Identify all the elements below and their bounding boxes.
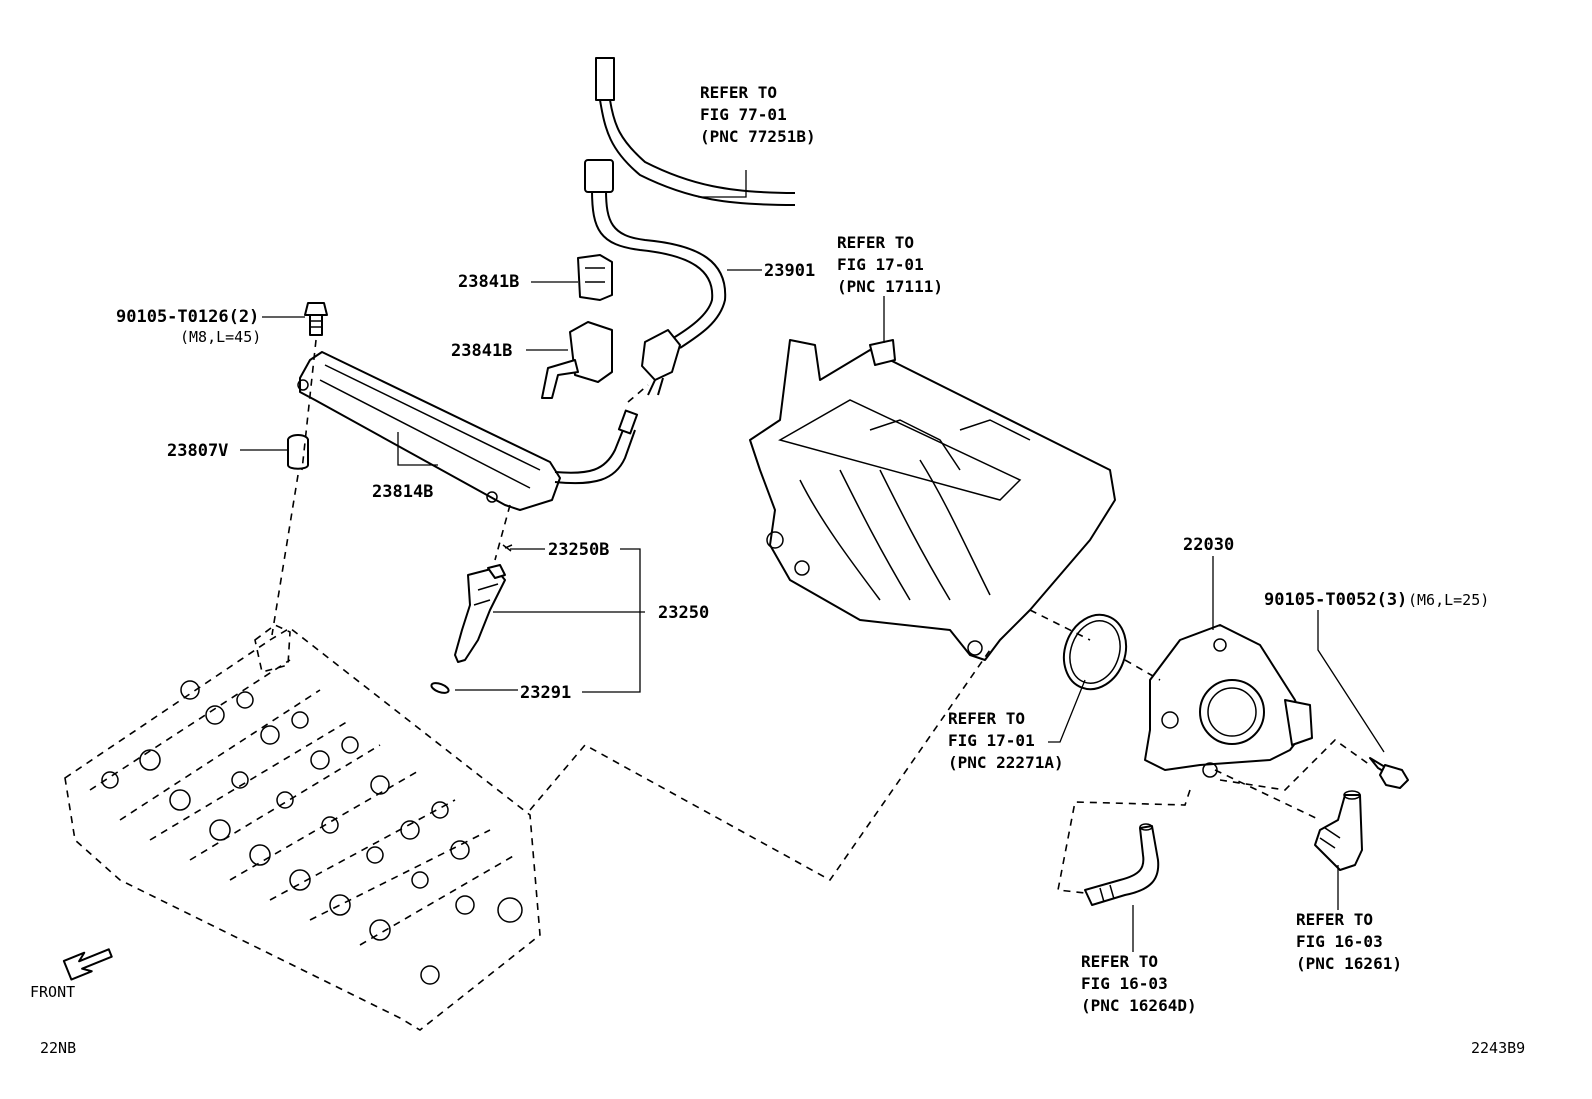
- ref-fig16-lower: REFER TO FIG 16-03 (PNC 16264D): [1081, 952, 1197, 1015]
- label-23901: 23901: [764, 261, 815, 281]
- svg-text:FIG 16-03: FIG 16-03: [1081, 974, 1168, 993]
- corner-code-right: 2243B9: [1471, 1039, 1525, 1057]
- svg-text:FIG 17-01: FIG 17-01: [837, 255, 924, 274]
- svg-text:(PNC 22271A): (PNC 22271A): [948, 753, 1064, 772]
- label-23841b-lower: 23841B: [451, 341, 512, 361]
- front-arrow-icon: [62, 948, 113, 981]
- svg-text:FIG 16-03: FIG 16-03: [1296, 932, 1383, 951]
- label-90105-t0126: 90105-T0126(2): [116, 307, 259, 327]
- label-22030: 22030: [1183, 535, 1234, 555]
- fuel-injector: [430, 544, 513, 694]
- svg-text:REFER TO: REFER TO: [948, 709, 1025, 728]
- water-hose-lower: [1084, 823, 1160, 906]
- ref-fig17-gasket: REFER TO FIG 17-01 (PNC 22271A): [948, 709, 1064, 772]
- bolt-rail: [304, 302, 328, 336]
- bolt-throttle: [1369, 757, 1409, 789]
- label-23291: 23291: [520, 683, 571, 703]
- svg-text:(PNC 16261): (PNC 16261): [1296, 954, 1402, 973]
- hose-clip-lower: [541, 321, 613, 399]
- label-23250: 23250: [658, 603, 709, 623]
- hose-clip-upper: [577, 254, 613, 301]
- collar: [287, 434, 309, 470]
- water-hose-right: [1314, 790, 1363, 871]
- assembly-lines: [271, 339, 1371, 894]
- label-90105-t0052-spec: (M6,L=25): [1408, 591, 1489, 609]
- front-label: FRONT: [30, 983, 75, 1001]
- fuel-rail: [297, 351, 639, 511]
- label-23841b-upper: 23841B: [458, 272, 519, 292]
- svg-text:REFER TO: REFER TO: [837, 233, 914, 252]
- fuel-hose: [584, 57, 796, 396]
- label-23807v: 23807V: [167, 441, 228, 461]
- svg-text:FIG 17-01: FIG 17-01: [948, 731, 1035, 750]
- cylinder-head: [64, 624, 541, 1031]
- svg-text:(PNC 77251B): (PNC 77251B): [700, 127, 816, 146]
- svg-text:(PNC 17111): (PNC 17111): [837, 277, 943, 296]
- svg-text:REFER TO: REFER TO: [700, 83, 777, 102]
- leader-lines: [240, 170, 1385, 952]
- label-90105-t0126-spec: (M8,L=45): [180, 328, 261, 346]
- ref-fig77: REFER TO FIG 77-01 (PNC 77251B): [700, 83, 816, 146]
- svg-text:REFER TO: REFER TO: [1296, 910, 1373, 929]
- svg-text:REFER TO: REFER TO: [1081, 952, 1158, 971]
- label-90105-t0052: 90105-T0052(3): [1264, 590, 1407, 610]
- intake-manifold: [749, 339, 1116, 661]
- throttle-body: [1144, 624, 1313, 778]
- svg-text:(PNC 16264D): (PNC 16264D): [1081, 996, 1197, 1015]
- throttle-gasket: [1062, 613, 1128, 691]
- ref-fig16-right: REFER TO FIG 16-03 (PNC 16261): [1296, 910, 1402, 973]
- svg-text:FIG 77-01: FIG 77-01: [700, 105, 787, 124]
- label-23250b: 23250B: [548, 540, 609, 560]
- label-23814b: 23814B: [372, 482, 433, 502]
- corner-code-left: 22NB: [40, 1039, 76, 1057]
- ref-fig17-manifold: REFER TO FIG 17-01 (PNC 17111): [837, 233, 943, 296]
